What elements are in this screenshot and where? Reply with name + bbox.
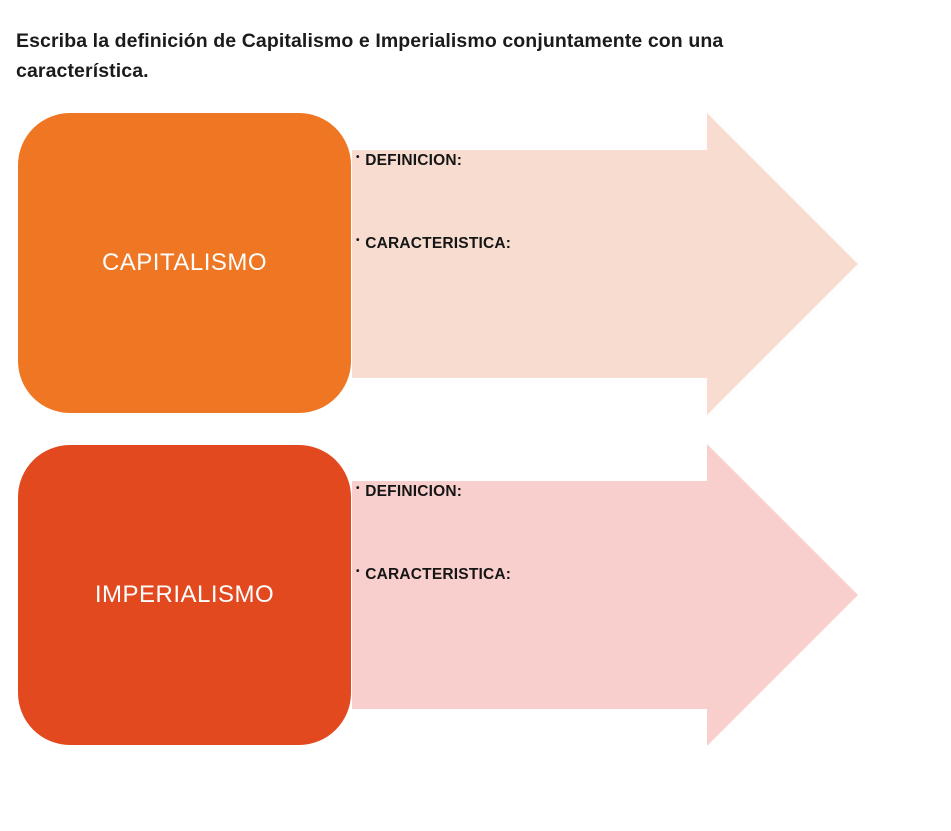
- imperialismo-bullet-list: • DEFINICION: • CARACTERISTICA:: [356, 481, 511, 647]
- instruction-text: Escriba la definición de Capitalismo e I…: [16, 30, 724, 83]
- bullet-icon: •: [356, 483, 360, 494]
- imperialismo-definicion-item: • DEFINICION:: [356, 481, 511, 500]
- capitalismo-bullet-list: • DEFINICION: • CARACTERISTICA:: [356, 150, 511, 316]
- caracteristica-label: CARACTERISTICA:: [365, 235, 512, 252]
- capitalismo-box-title: CAPITALISMO: [101, 249, 268, 276]
- bullet-icon: •: [356, 566, 360, 577]
- definicion-label: DEFINICION:: [365, 152, 463, 169]
- capitalismo-box: CAPITALISMO: [18, 113, 351, 413]
- capitalismo-definicion-item: • DEFINICION:: [356, 150, 511, 169]
- imperialismo-arrow-shape: • DEFINICION: • CARACTERISTICA:: [352, 444, 858, 746]
- bullet-icon: •: [356, 235, 360, 246]
- bullet-icon: •: [356, 152, 360, 163]
- caracteristica-label: CARACTERISTICA:: [365, 566, 512, 583]
- definicion-label: DEFINICION:: [365, 483, 463, 500]
- capitalismo-caracteristica-item: • CARACTERISTICA:: [356, 233, 512, 252]
- imperialismo-caracteristica-item: • CARACTERISTICA:: [356, 564, 512, 583]
- imperialismo-box: IMPERIALISMO: [18, 445, 351, 745]
- imperialismo-box-title: IMPERIALISMO: [94, 581, 275, 608]
- capitalismo-arrow-shape: • DEFINICION: • CARACTERISTICA:: [352, 113, 858, 415]
